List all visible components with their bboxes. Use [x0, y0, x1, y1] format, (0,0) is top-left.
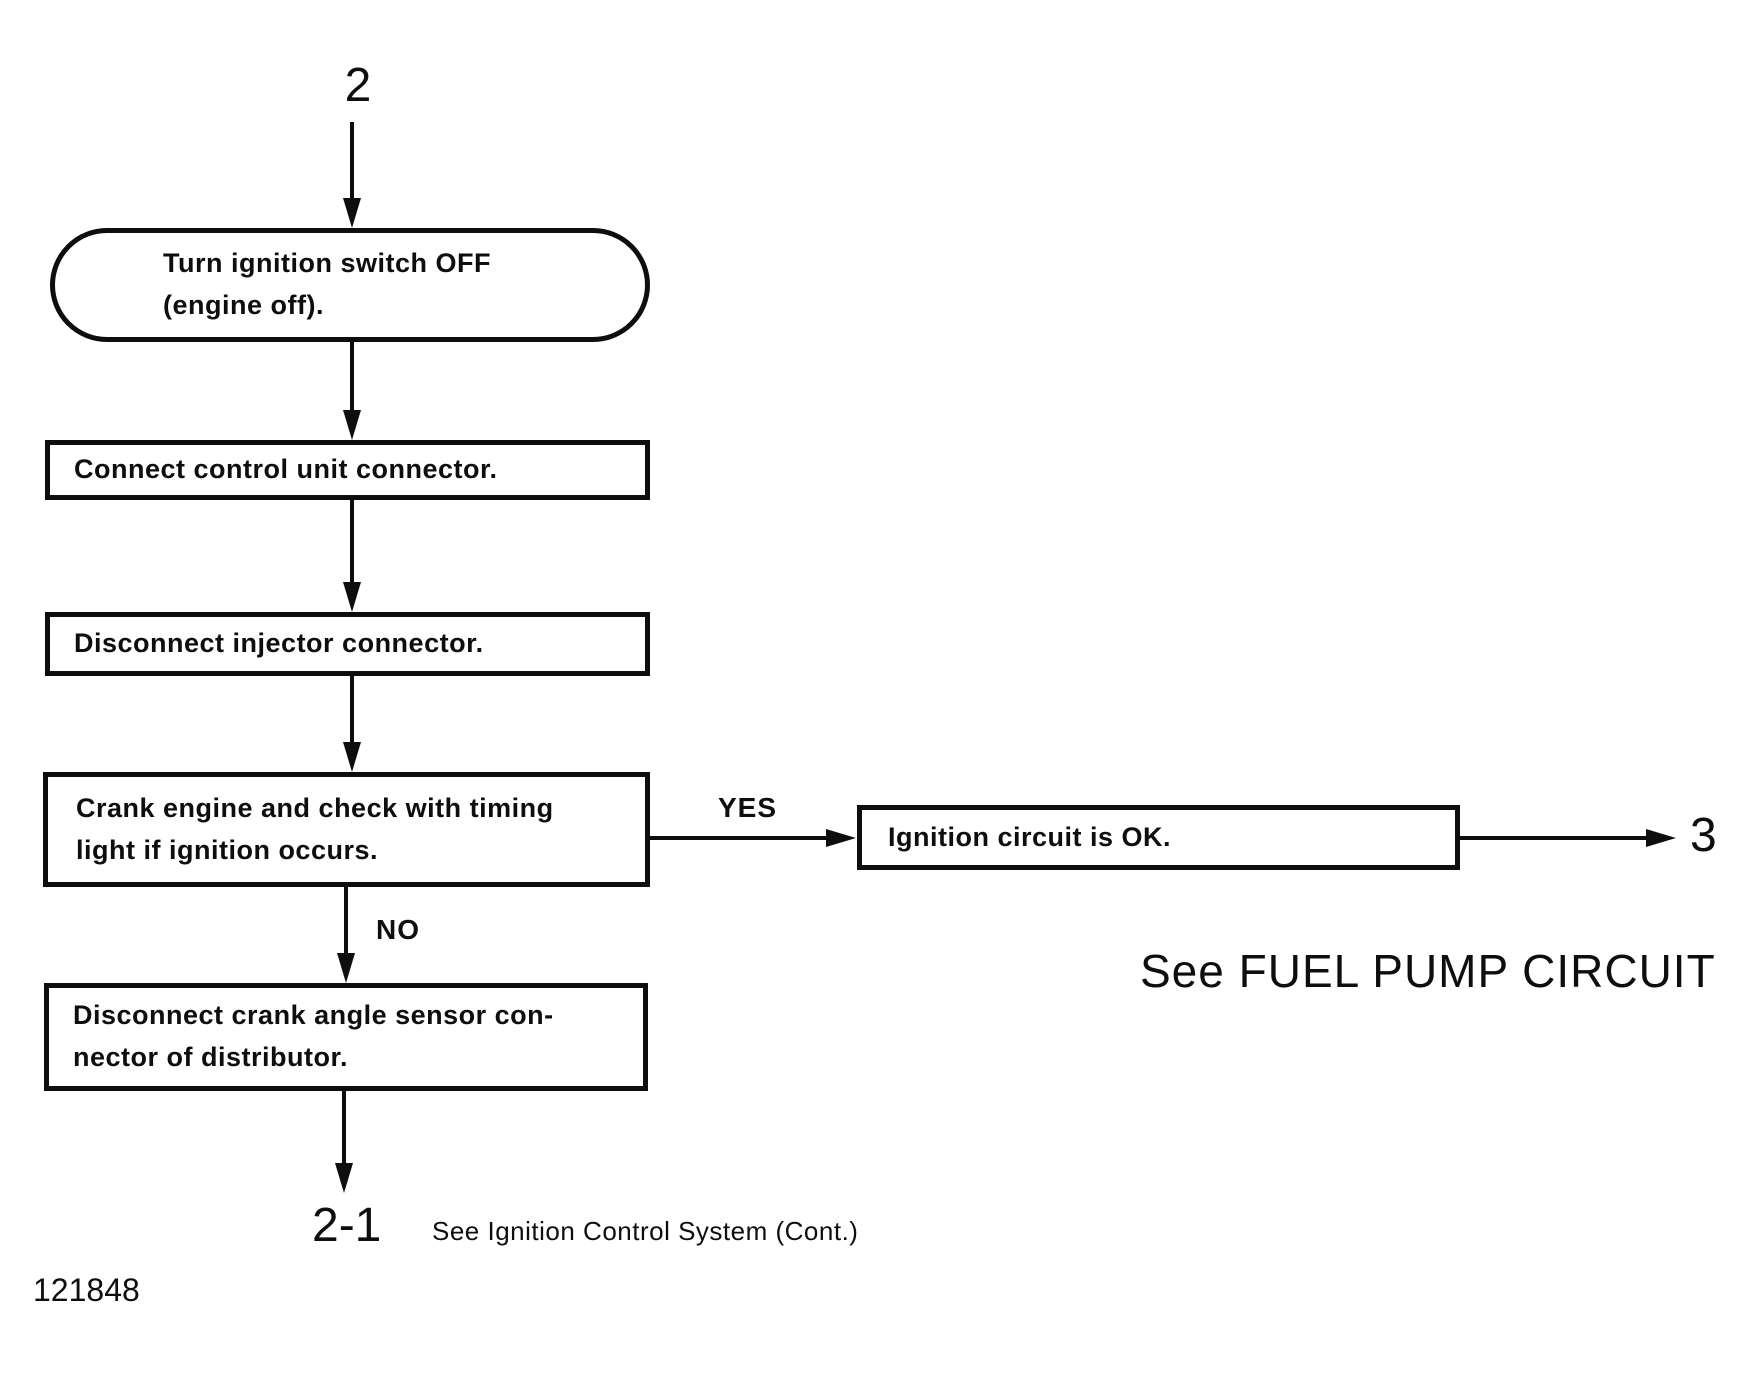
arrowhead-down-icon: [343, 410, 361, 440]
arrow-line: [342, 1091, 346, 1165]
node-disconnect-injector: Disconnect injector connector.: [45, 612, 650, 676]
figure-number: 121848: [33, 1272, 140, 1308]
connector-exit-right-label: 3: [1690, 809, 1717, 862]
note-ignition-control-system: See Ignition Control System (Cont.): [432, 1216, 859, 1246]
arrowhead-down-icon: [343, 742, 361, 772]
arrow-line: [350, 122, 354, 202]
arrow-line: [350, 342, 354, 412]
connector-entry-label: 2: [344, 59, 372, 112]
node-crank-engine: Crank engine and check with timing light…: [43, 772, 650, 887]
yes-branch-label: YES: [718, 792, 778, 823]
arrow-line: [344, 887, 348, 955]
arrowhead-down-icon: [337, 953, 355, 983]
arrow-line: [650, 836, 827, 840]
node-disconnect-injector-text: Disconnect injector connector.: [74, 628, 484, 659]
node-crank-engine-text: Crank engine and check with timing light…: [76, 792, 554, 865]
arrowhead-right-icon: [1646, 829, 1676, 847]
node-connect-control-unit-text: Connect control unit connector.: [74, 454, 498, 485]
arrow-line: [1460, 836, 1647, 840]
node-disconnect-crank-sensor: Disconnect crank angle sensor con- necto…: [44, 983, 648, 1091]
arrowhead-down-icon: [343, 198, 361, 228]
node-turn-ignition-off-text: Turn ignition switch OFF (engine off).: [163, 248, 491, 320]
node-ignition-ok: Ignition circuit is OK.: [857, 805, 1460, 870]
connector-exit-bottom-label: 2-1: [312, 1199, 382, 1252]
arrow-line: [350, 676, 354, 744]
node-connect-control-unit: Connect control unit connector.: [45, 440, 650, 500]
arrowhead-right-icon: [826, 829, 856, 847]
node-ignition-ok-text: Ignition circuit is OK.: [888, 821, 1172, 852]
arrowhead-down-icon: [343, 582, 361, 612]
note-fuel-pump-circuit: See FUEL PUMP CIRCUIT: [1140, 945, 1716, 997]
arrowhead-down-icon: [335, 1163, 353, 1193]
node-turn-ignition-off: Turn ignition switch OFF (engine off).: [50, 228, 650, 342]
no-branch-label: NO: [376, 914, 420, 945]
arrow-line: [350, 500, 354, 584]
node-disconnect-crank-sensor-text: Disconnect crank angle sensor con- necto…: [73, 1000, 554, 1072]
